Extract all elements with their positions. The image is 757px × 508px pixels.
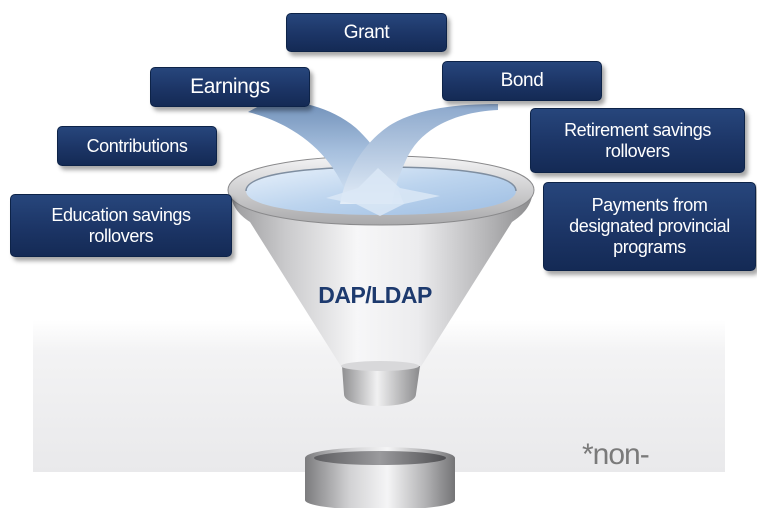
- source-label-earnings: Earnings: [190, 74, 270, 98]
- source-box-education-rollovers: Education savings rollovers: [10, 194, 232, 257]
- spout-ring: [341, 361, 419, 371]
- footnote-text: *non-: [582, 438, 650, 471]
- source-box-bond: Bond: [442, 61, 602, 101]
- source-box-grant: Grant: [286, 13, 447, 52]
- container-body: [305, 458, 455, 508]
- source-box-earnings: Earnings: [150, 67, 310, 107]
- funnel-spout: [342, 366, 420, 406]
- source-label-education-rollovers: Education savings rollovers: [51, 204, 191, 246]
- source-box-provincial-payments: Payments from designated provincial prog…: [543, 182, 756, 271]
- funnel-cone: [230, 192, 533, 368]
- source-box-retirement-rollovers: Retirement savings rollovers: [530, 108, 745, 173]
- source-box-contributions: Contributions: [57, 126, 217, 166]
- source-label-grant: Grant: [343, 21, 390, 43]
- funnel-label: DAP/LDAP: [318, 282, 432, 308]
- source-label-retirement-rollovers: Retirement savings rollovers: [564, 119, 711, 161]
- source-label-contributions: Contributions: [86, 135, 188, 156]
- container-opening: [314, 451, 446, 465]
- source-label-provincial-payments: Payments from designated provincial prog…: [569, 195, 730, 257]
- source-label-bond: Bond: [500, 70, 544, 92]
- splash: [326, 168, 440, 216]
